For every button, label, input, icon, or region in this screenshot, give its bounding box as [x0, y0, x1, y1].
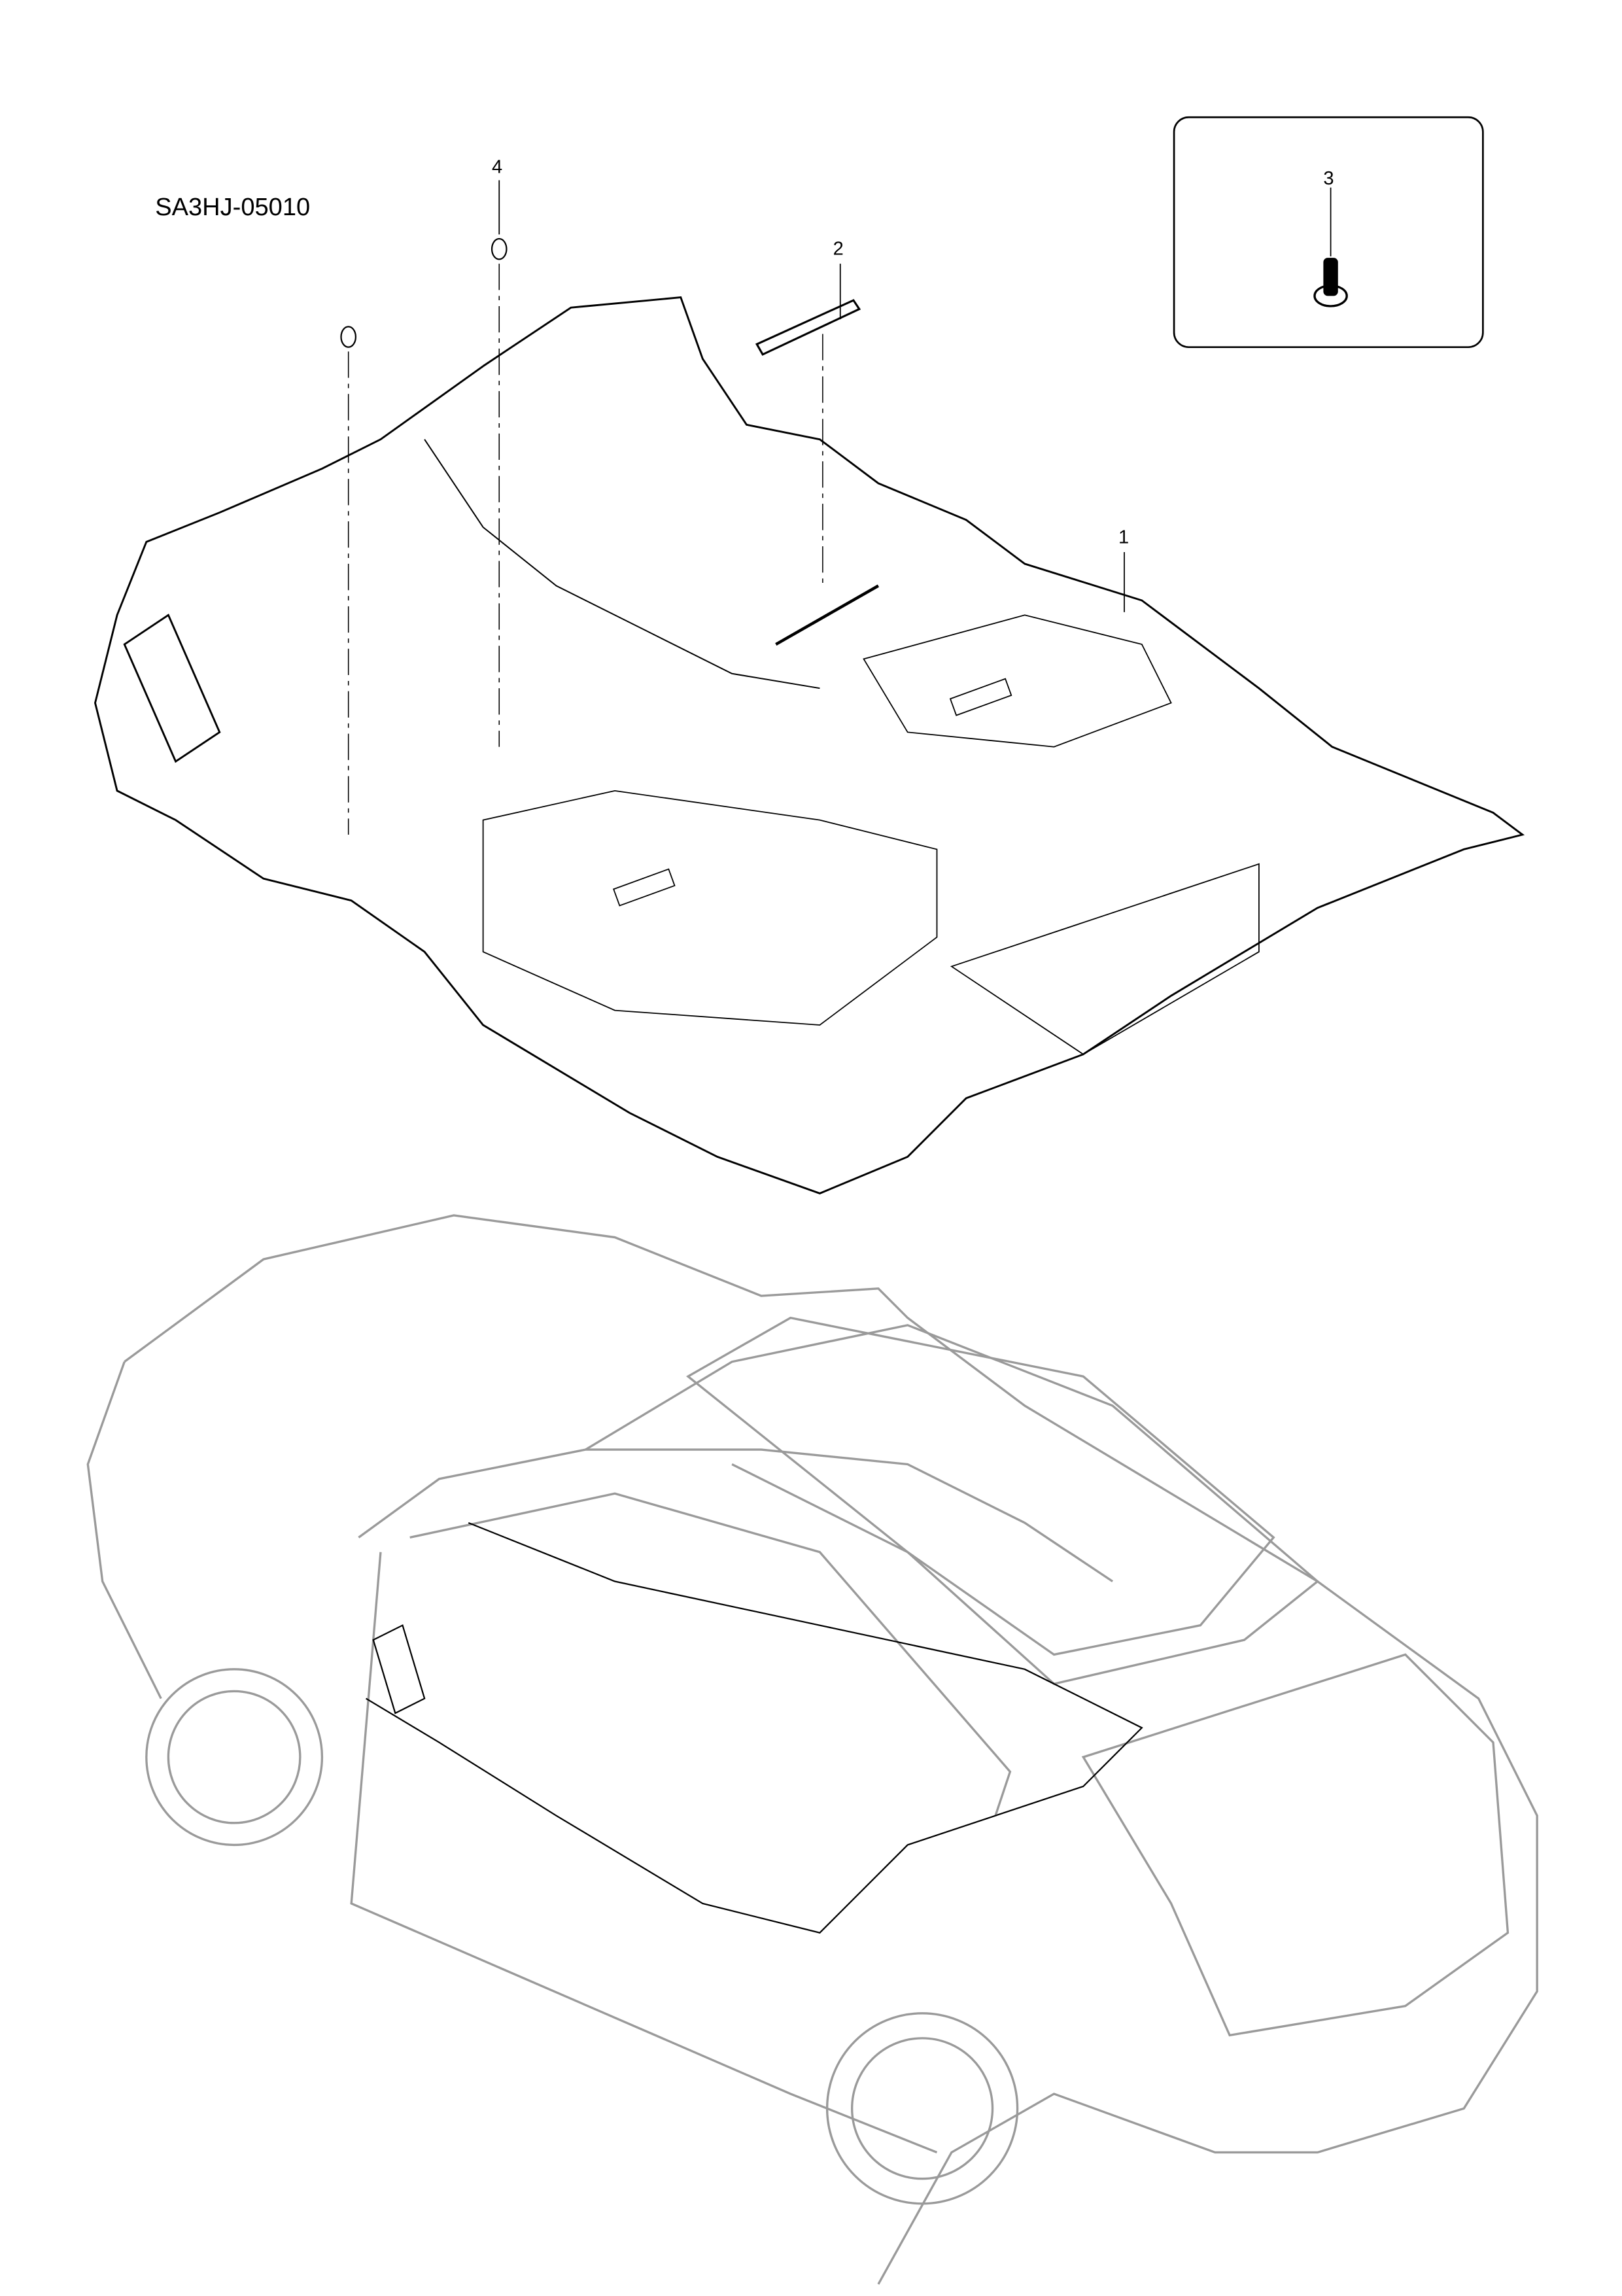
floor-carpet	[94, 296, 1525, 1194]
vin-strip-icon	[755, 299, 861, 356]
callout-3: 3	[1323, 168, 1334, 189]
clip-icon	[1323, 258, 1338, 296]
grommet-icon	[340, 326, 357, 348]
vehicle-installed-carpet	[365, 1522, 1143, 1934]
callout-4: 4	[492, 156, 502, 177]
diagram-code: SA3HJ-05010	[155, 194, 310, 221]
vehicle-outline	[86, 1214, 1538, 2285]
callout-2: 2	[833, 239, 844, 260]
detail-box-clip	[1173, 116, 1484, 349]
grommet-icon	[491, 237, 508, 260]
callout-1: 1	[1118, 527, 1129, 548]
